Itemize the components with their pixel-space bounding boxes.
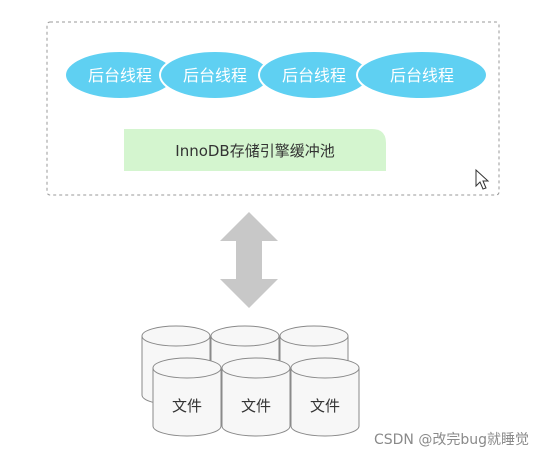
file-cylinder: 文件 (221, 357, 291, 437)
buffer-pool: InnoDB存储引擎缓冲池 (124, 129, 386, 171)
bidirectional-arrow-icon (220, 212, 278, 308)
buffer-pool-label: InnoDB存储引擎缓冲池 (175, 142, 334, 160)
background-threads: 后台线程 后台线程 后台线程 后台线程 (64, 50, 488, 100)
background-thread-label: 后台线程 (88, 66, 152, 85)
buffer-pool-shape (124, 129, 386, 171)
mouse-cursor-icon (475, 168, 490, 190)
background-thread: 后台线程 (159, 50, 271, 100)
watermark-text: CSDN @改完bug就睡觉 (373, 432, 529, 448)
background-thread-label: 后台线程 (390, 66, 454, 85)
file-label: 文件 (310, 397, 340, 415)
background-thread: 后台线程 (64, 50, 176, 100)
file-label: 文件 (172, 397, 202, 415)
background-thread-label: 后台线程 (282, 66, 346, 85)
file-label: 文件 (241, 397, 271, 415)
file-cylinders-front: 文件 文件 文件 (152, 357, 360, 437)
background-thread: 后台线程 (258, 50, 370, 100)
background-thread: 后台线程 (356, 50, 488, 100)
file-cylinder: 文件 (290, 357, 360, 437)
file-cylinder: 文件 (152, 357, 222, 437)
background-thread-label: 后台线程 (183, 66, 247, 85)
